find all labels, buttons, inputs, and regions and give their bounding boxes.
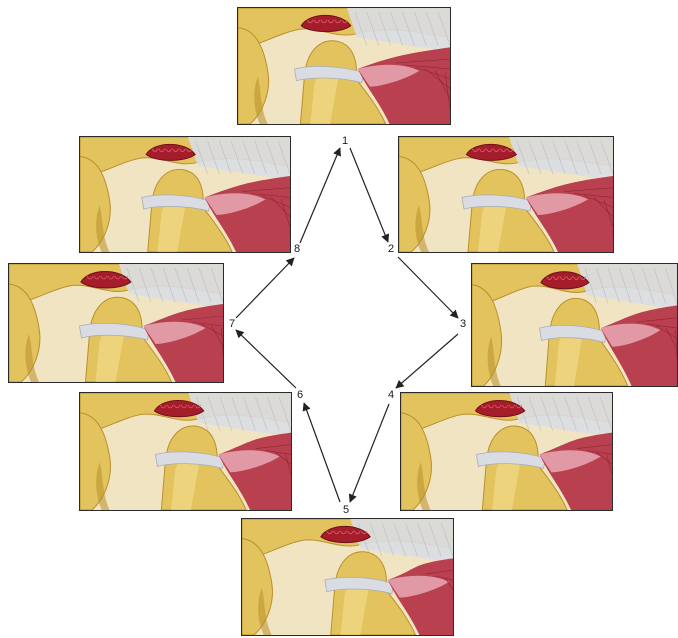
tmj-illustration-step-7 (8, 263, 224, 383)
arrow-2-to-3 (398, 257, 458, 318)
tmj-illustration-step-4 (400, 392, 613, 511)
arrow-6-to-7 (236, 330, 296, 388)
tmj-illustration-step-6 (79, 392, 292, 511)
step-label-5: 5 (343, 505, 349, 516)
arrow-1-to-2 (350, 148, 388, 242)
tmj-illustration-step-1 (237, 7, 451, 125)
step-label-3: 3 (460, 319, 466, 330)
step-label-6: 6 (297, 390, 303, 401)
arrow-8-to-1 (300, 148, 340, 243)
arrow-7-to-8 (236, 258, 294, 318)
step-label-8: 8 (294, 244, 300, 255)
step-label-7: 7 (229, 319, 235, 330)
arrow-3-to-4 (396, 334, 458, 388)
tmj-illustration-step-5 (241, 518, 454, 636)
step-label-1: 1 (342, 136, 348, 147)
step-label-4: 4 (388, 390, 394, 401)
arrow-5-to-6 (304, 403, 340, 502)
arrow-4-to-5 (350, 404, 389, 502)
step-label-2: 2 (388, 244, 394, 255)
tmj-illustration-step-2 (398, 136, 614, 253)
tmj-illustration-step-3 (471, 263, 678, 387)
tmj-illustration-step-8 (79, 136, 291, 253)
